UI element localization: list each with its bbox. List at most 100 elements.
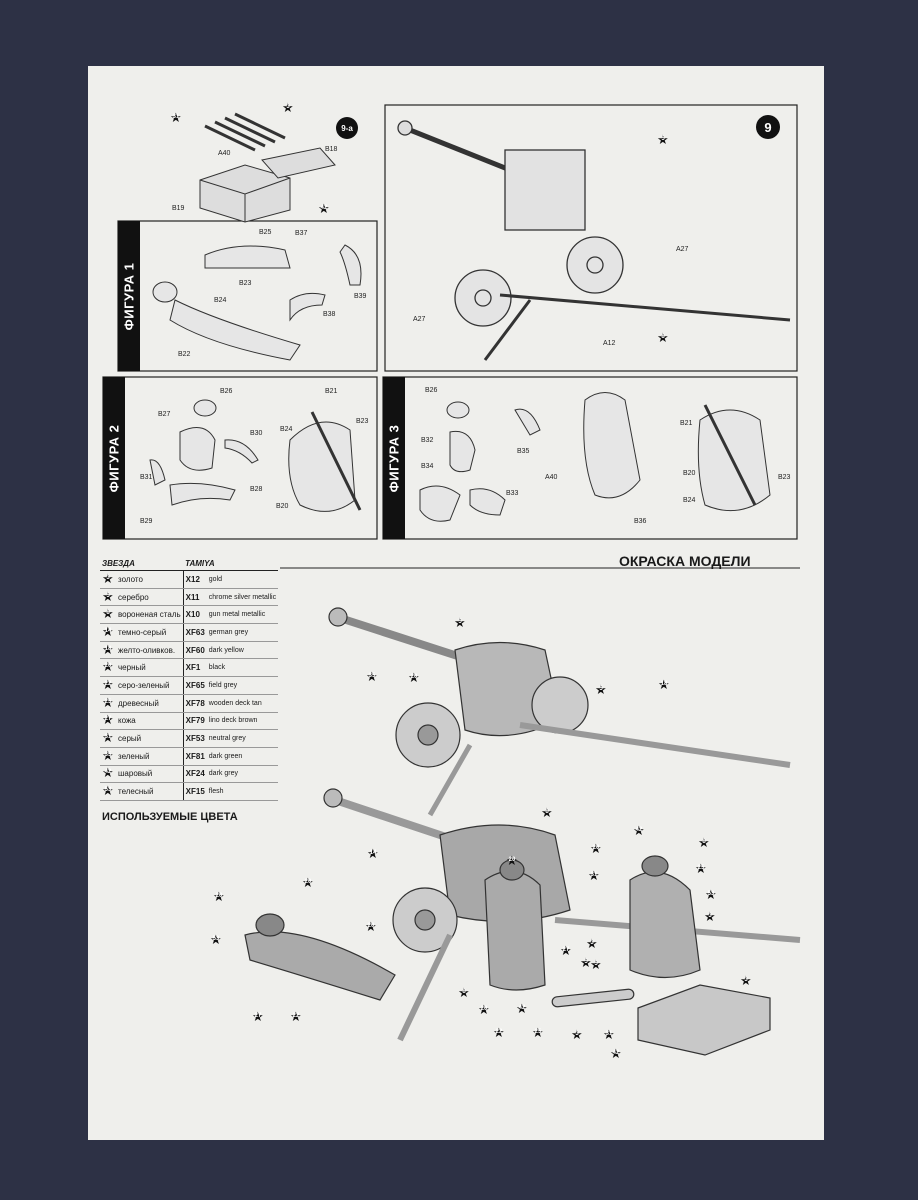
part-label: B24: [280, 426, 293, 433]
part-label: B35: [517, 448, 530, 455]
zvezda-color-name: золото: [116, 570, 184, 589]
zvezda-color-name: шаровый: [116, 765, 184, 784]
tamiya-header: TAMIYA: [183, 556, 279, 571]
color-marker-number: 42: [518, 1005, 526, 1011]
part-label: B23: [356, 418, 369, 425]
part-label: B31: [140, 474, 153, 481]
color-marker-star-icon: 27: [252, 1009, 264, 1025]
star-icon: 8: [102, 606, 114, 622]
tamiya-color-name: flesh: [206, 782, 279, 801]
tamiya-color-name: neutral grey: [206, 729, 279, 748]
tamiya-code: XF24: [182, 765, 207, 784]
part-label: A40: [545, 474, 558, 481]
color-marker-star-icon: 8: [541, 805, 553, 821]
color-marker-star-icon: 53: [210, 932, 222, 948]
step-9-badge: 9: [756, 115, 780, 139]
part-label: B37: [295, 230, 308, 237]
color-marker-star-icon: 20: [408, 670, 420, 686]
tamiya-color-name: dark green: [206, 747, 279, 766]
color-marker-star-icon: 20: [590, 841, 602, 857]
color-marker-star-icon: 5: [590, 957, 602, 973]
zvezda-color-name: серебро: [116, 588, 184, 607]
zvezda-color-name: желто-оливков.: [116, 641, 184, 660]
part-label: A12: [603, 340, 616, 347]
color-star-cell: 20: [100, 658, 116, 678]
tamiya-code: X11: [182, 588, 207, 607]
part-label: B34: [421, 463, 434, 470]
part-label: B26: [425, 387, 438, 394]
color-marker-number: 42: [612, 1050, 620, 1056]
color-marker-number: 3: [286, 104, 290, 110]
tamiya-color-name: dark yellow: [206, 641, 279, 660]
tamiya-code: XF60: [182, 641, 207, 660]
tamiya-code: XF1: [182, 658, 207, 678]
color-marker-star-icon: 3: [740, 973, 752, 989]
color-marker-number: 8: [545, 809, 549, 815]
color-star-cell: 8: [100, 605, 116, 625]
part-label: A27: [413, 316, 426, 323]
color-marker-star-icon: 22: [290, 1009, 302, 1025]
part-label: B32: [421, 437, 434, 444]
tamiya-color-name: field grey: [206, 676, 279, 695]
star-icon: 3: [102, 571, 114, 587]
star-icon: 14: [102, 624, 114, 640]
color-marker-number: 14: [369, 850, 377, 856]
color-marker-star-icon: 22: [493, 1025, 505, 1041]
color-marker-star-icon: 8: [698, 835, 710, 851]
figure2-drawing: [149, 399, 362, 512]
color-marker-star-icon: 3: [704, 909, 716, 925]
color-marker-number: 31: [172, 114, 180, 120]
color-marker-number: 5: [458, 619, 462, 625]
part-label: B29: [140, 518, 153, 525]
color-marker-star-icon: 42: [516, 1001, 528, 1017]
color-marker-number: 27: [562, 947, 570, 953]
star-icon: 53: [102, 783, 114, 799]
color-table: ЗВЕЗДА TAMIYA 3золотоX12gold5сереброX11c…: [100, 556, 279, 801]
star-icon: 25: [102, 695, 114, 711]
part-label: B30: [250, 430, 263, 437]
color-marker-star-icon: 25: [532, 1025, 544, 1041]
color-marker-number: 25: [697, 865, 705, 871]
color-marker-number: 22: [495, 1029, 503, 1035]
color-marker-star-icon: 42: [633, 823, 645, 839]
color-marker-star-icon: 3: [586, 936, 598, 952]
color-marker-star-icon: 42: [610, 1046, 622, 1062]
zvezda-color-name: древесный: [116, 694, 184, 713]
color-marker-star-icon: 3: [282, 100, 294, 116]
zvezda-color-name: темно-серый: [116, 623, 184, 642]
tamiya-color-name: lino deck brown: [206, 712, 279, 731]
used-colors-caption: ИСПОЛЬЗУЕМЫЕ ЦВЕТА: [102, 811, 238, 823]
color-marker-star-icon: 42: [318, 201, 330, 217]
zvezda-color-name: серый: [116, 729, 184, 748]
part-label: B21: [680, 420, 693, 427]
color-marker-number: 22: [292, 1013, 300, 1019]
step9-frame: [384, 104, 798, 372]
tamiya-code: XF81: [182, 747, 207, 766]
color-marker-number: 27: [254, 1013, 262, 1019]
color-marker-star-icon: 18: [658, 677, 670, 693]
tamiya-color-name: wooden deck tan: [206, 694, 279, 713]
figure3-drawing: [419, 392, 771, 522]
color-marker-star-icon: 20: [365, 919, 377, 935]
tamiya-code: XF53: [182, 729, 207, 748]
part-label: B24: [683, 497, 696, 504]
color-marker-star-icon: 20: [213, 889, 225, 905]
color-marker-number: 35: [368, 673, 376, 679]
zvezda-color-name: зеленый: [116, 747, 184, 766]
tamiya-color-name: gun metal metallic: [206, 605, 279, 625]
color-marker-number: 53: [707, 891, 715, 897]
star-icon: 18: [102, 642, 114, 658]
color-marker-star-icon: 53: [705, 887, 717, 903]
zvezda-color-name: черный: [116, 658, 184, 678]
color-star-cell: 3: [100, 570, 116, 589]
color-star-cell: 14: [100, 623, 116, 642]
painting-title: ОКРАСКА МОДЕЛИ: [619, 553, 751, 569]
color-star-cell: 22: [100, 676, 116, 695]
tamiya-color-name: gold: [206, 570, 279, 589]
